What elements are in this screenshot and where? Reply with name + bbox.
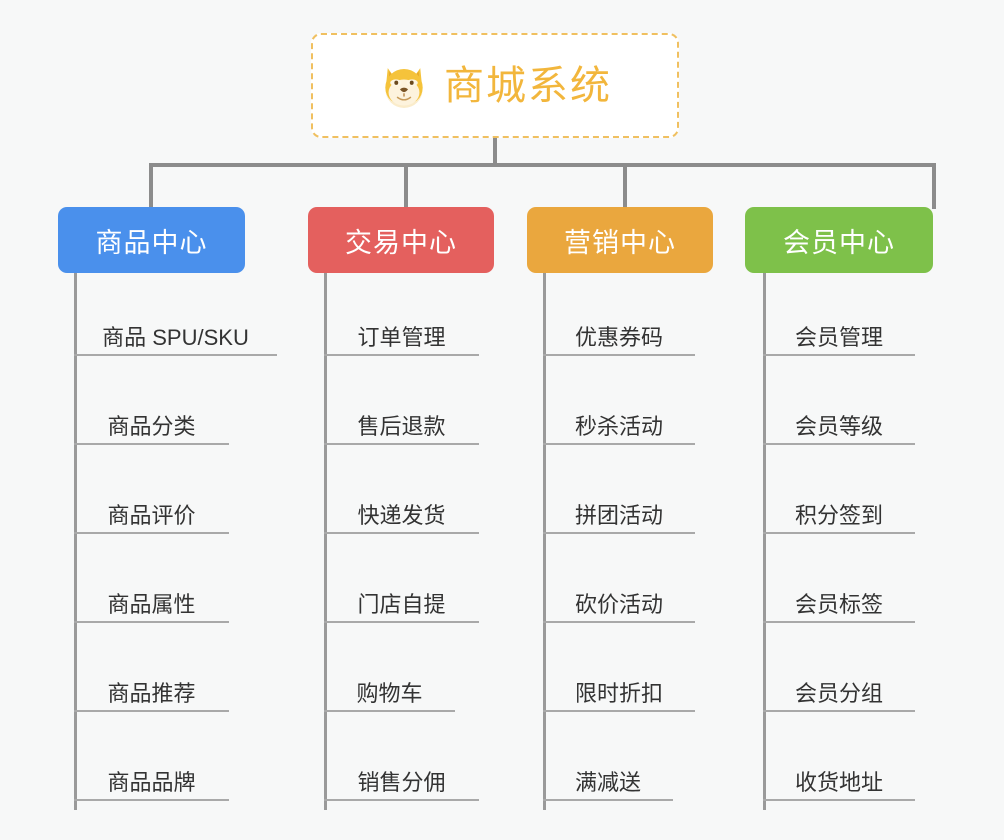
leaf-item[interactable]: 拼团活动 [543, 488, 695, 534]
leaf-label: 会员标签 [794, 591, 883, 617]
connector-bus [149, 163, 936, 167]
leaf-item[interactable]: 销售分佣 [324, 755, 479, 801]
leaf-label: 秒杀活动 [574, 413, 663, 439]
leaf-item[interactable]: 订单管理 [324, 310, 479, 356]
leaf-item[interactable]: 秒杀活动 [543, 399, 695, 445]
leaf-label: 积分签到 [794, 502, 883, 528]
root-node[interactable]: 商城系统 [311, 33, 679, 138]
leaf-item[interactable]: 商品推荐 [74, 666, 229, 712]
category-box-4[interactable]: 会员中心 [745, 207, 933, 273]
leaf-item[interactable]: 售后退款 [324, 399, 479, 445]
leaf-label: 商品推荐 [107, 680, 196, 706]
leaf-label: 门店自提 [357, 591, 446, 617]
leaf-item[interactable]: 会员标签 [763, 577, 915, 623]
connector-drop-3 [623, 163, 627, 209]
connector-root-stem [493, 138, 497, 165]
leaf-label: 商品评价 [107, 502, 196, 528]
leaf-label: 商品属性 [107, 591, 196, 617]
leaf-label: 收货地址 [794, 769, 883, 795]
category-label-1: 商品中心 [95, 227, 208, 258]
leaf-label: 会员等级 [794, 413, 883, 439]
root-title: 商城系统 [444, 63, 612, 108]
leaf-item[interactable]: 优惠券码 [543, 310, 695, 356]
leaf-item[interactable]: 商品品牌 [74, 755, 229, 801]
leaf-item[interactable]: 商品属性 [74, 577, 229, 623]
leaf-label: 订单管理 [357, 324, 446, 350]
leaf-label: 售后退款 [357, 413, 446, 439]
leaf-label: 商品品牌 [107, 769, 196, 795]
leaf-item[interactable]: 会员分组 [763, 666, 915, 712]
category-box-3[interactable]: 营销中心 [527, 207, 713, 273]
category-label-4: 会员中心 [783, 227, 895, 258]
leaf-label: 快递发货 [357, 502, 446, 528]
leaf-item[interactable]: 快递发货 [324, 488, 479, 534]
connector-drop-4 [932, 163, 936, 209]
column-trunk-1 [74, 273, 77, 810]
category-box-2[interactable]: 交易中心 [308, 207, 494, 273]
leaf-label: 销售分佣 [357, 769, 446, 795]
leaf-item[interactable]: 商品 SPU/SKU [74, 310, 277, 356]
category-box-1[interactable]: 商品中心 [58, 207, 245, 273]
leaf-label: 满减送 [574, 769, 641, 795]
leaf-label: 优惠券码 [574, 324, 663, 350]
column-trunk-4 [763, 273, 766, 810]
leaf-item[interactable]: 商品评价 [74, 488, 229, 534]
leaf-label: 商品 SPU/SKU [102, 324, 249, 350]
leaf-item[interactable]: 限时折扣 [543, 666, 695, 712]
leaf-item[interactable]: 商品分类 [74, 399, 229, 445]
leaf-item[interactable]: 门店自提 [324, 577, 479, 623]
category-label-3: 营销中心 [564, 227, 676, 258]
leaf-item[interactable]: 购物车 [324, 666, 455, 712]
leaf-label: 会员分组 [794, 680, 883, 706]
connector-drop-2 [404, 163, 408, 209]
leaf-item[interactable]: 满减送 [543, 755, 673, 801]
category-label-2: 交易中心 [345, 227, 457, 258]
leaf-label: 限时折扣 [574, 680, 663, 706]
column-trunk-2 [324, 273, 327, 810]
leaf-label: 购物车 [356, 680, 423, 706]
connector-drop-1 [149, 163, 153, 209]
leaf-label: 会员管理 [794, 324, 883, 350]
leaf-item[interactable]: 砍价活动 [543, 577, 695, 623]
shiba-dog-icon [378, 60, 430, 112]
leaf-item[interactable]: 收货地址 [763, 755, 915, 801]
leaf-label: 拼团活动 [574, 502, 663, 528]
leaf-label: 砍价活动 [574, 591, 663, 617]
leaf-item[interactable]: 积分签到 [763, 488, 915, 534]
leaf-item[interactable]: 会员等级 [763, 399, 915, 445]
leaf-label: 商品分类 [107, 413, 196, 439]
column-trunk-3 [543, 273, 546, 810]
leaf-item[interactable]: 会员管理 [763, 310, 915, 356]
